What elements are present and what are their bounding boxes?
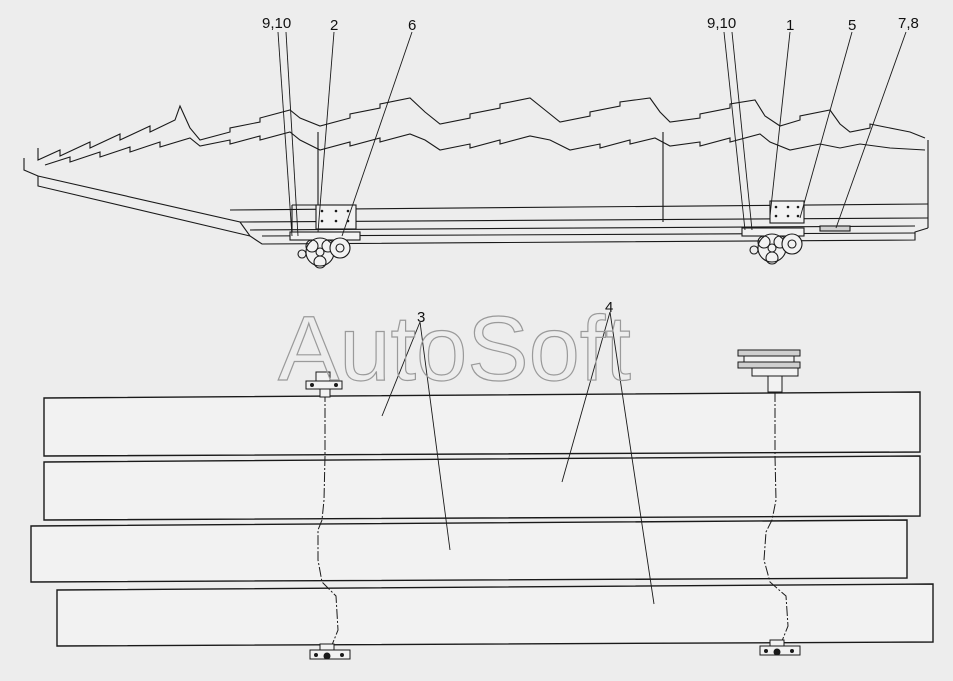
pulley-right bbox=[737, 349, 801, 393]
cutterbar-teeth-back bbox=[37, 97, 926, 161]
chain-left bbox=[317, 392, 339, 651]
cutterbar-teeth-front bbox=[44, 131, 926, 166]
callout-3: 3 bbox=[417, 309, 425, 326]
callout-9-10-right: 9,10 bbox=[707, 15, 736, 32]
conveyor-panels bbox=[30, 391, 934, 647]
mount-plate-left bbox=[315, 204, 357, 230]
callout-7-8: 7,8 bbox=[898, 15, 919, 32]
callout-2: 2 bbox=[330, 17, 338, 34]
panel-row-2 bbox=[43, 455, 921, 521]
mount-plate-left-holes bbox=[320, 209, 350, 223]
callout-6: 6 bbox=[408, 17, 416, 34]
callout-9-10-left: 9,10 bbox=[262, 15, 291, 32]
callout-labels: 9,10 2 6 9,10 1 5 7,8 3 4 bbox=[262, 15, 919, 326]
panel-row-1 bbox=[43, 391, 921, 457]
callout-5: 5 bbox=[848, 17, 856, 34]
watermark-text: AutoSoft bbox=[278, 298, 631, 400]
drive-sprocket-left bbox=[289, 231, 361, 269]
top-leader-lines bbox=[277, 31, 907, 237]
divider-inner-edge bbox=[37, 176, 251, 237]
bottom-bracket-right bbox=[759, 639, 801, 656]
callout-4: 4 bbox=[605, 299, 613, 316]
mount-plate-right bbox=[769, 200, 805, 224]
header-assembly-side-view bbox=[23, 97, 929, 269]
bottom-leader-lines bbox=[381, 311, 655, 605]
panel-row-4 bbox=[56, 583, 934, 647]
drive-sprocket-right bbox=[741, 227, 805, 265]
chain-right bbox=[763, 392, 789, 647]
drive-chains bbox=[317, 392, 789, 651]
panel-row-3 bbox=[30, 519, 908, 583]
fastener-part-7-8 bbox=[819, 225, 851, 232]
chain-tensioner-left bbox=[305, 371, 343, 398]
bottom-bracket-left bbox=[309, 643, 351, 660]
mount-plate-right-holes bbox=[774, 205, 800, 218]
callout-1: 1 bbox=[786, 17, 794, 34]
